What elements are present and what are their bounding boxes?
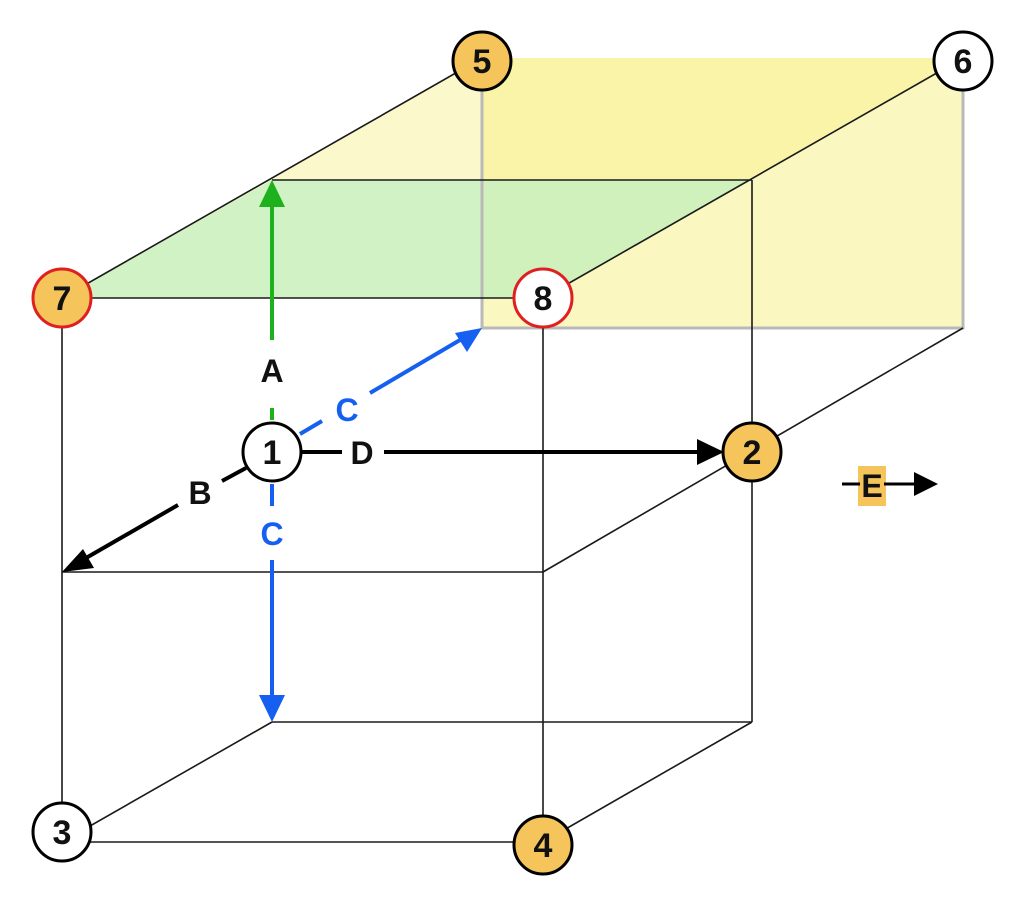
legend-e-highlight: [858, 466, 886, 506]
node-1: 1: [241, 421, 303, 483]
svg-text:6: 6: [954, 43, 973, 81]
svg-text:8: 8: [534, 280, 553, 318]
svg-text:4: 4: [534, 827, 553, 865]
arrow-c-down: C: [259, 484, 285, 722]
arrow-b-label: B: [188, 475, 211, 511]
arrow-b: B: [62, 466, 247, 572]
arrow-c-diagonal-label: C: [335, 392, 358, 428]
svg-text:3: 3: [53, 814, 72, 852]
arrow-a-label: A: [260, 353, 283, 389]
arrow-c-diagonal: C: [298, 328, 482, 436]
legend-e: E: [842, 466, 938, 506]
svg-text:5: 5: [473, 43, 492, 81]
node-2: 2: [721, 421, 783, 483]
back-plane-outline: [480, 58, 965, 330]
legend-e-label: E: [861, 468, 882, 504]
node-4: 4: [512, 814, 574, 876]
inner-top-shade: [62, 180, 752, 298]
arrow-a: A: [259, 180, 285, 420]
svg-text:7: 7: [53, 280, 72, 318]
node-8: 8: [512, 267, 574, 329]
arrow-c-down-label: C: [260, 516, 283, 552]
arrow-d-label: D: [350, 435, 373, 471]
node-7: 7: [31, 267, 93, 329]
svg-text:1: 1: [263, 434, 282, 472]
node-6: 6: [932, 30, 994, 92]
node-3: 3: [31, 801, 93, 863]
node-5: 5: [451, 30, 513, 92]
arrow-d: D: [302, 435, 724, 471]
svg-text:2: 2: [743, 434, 762, 472]
